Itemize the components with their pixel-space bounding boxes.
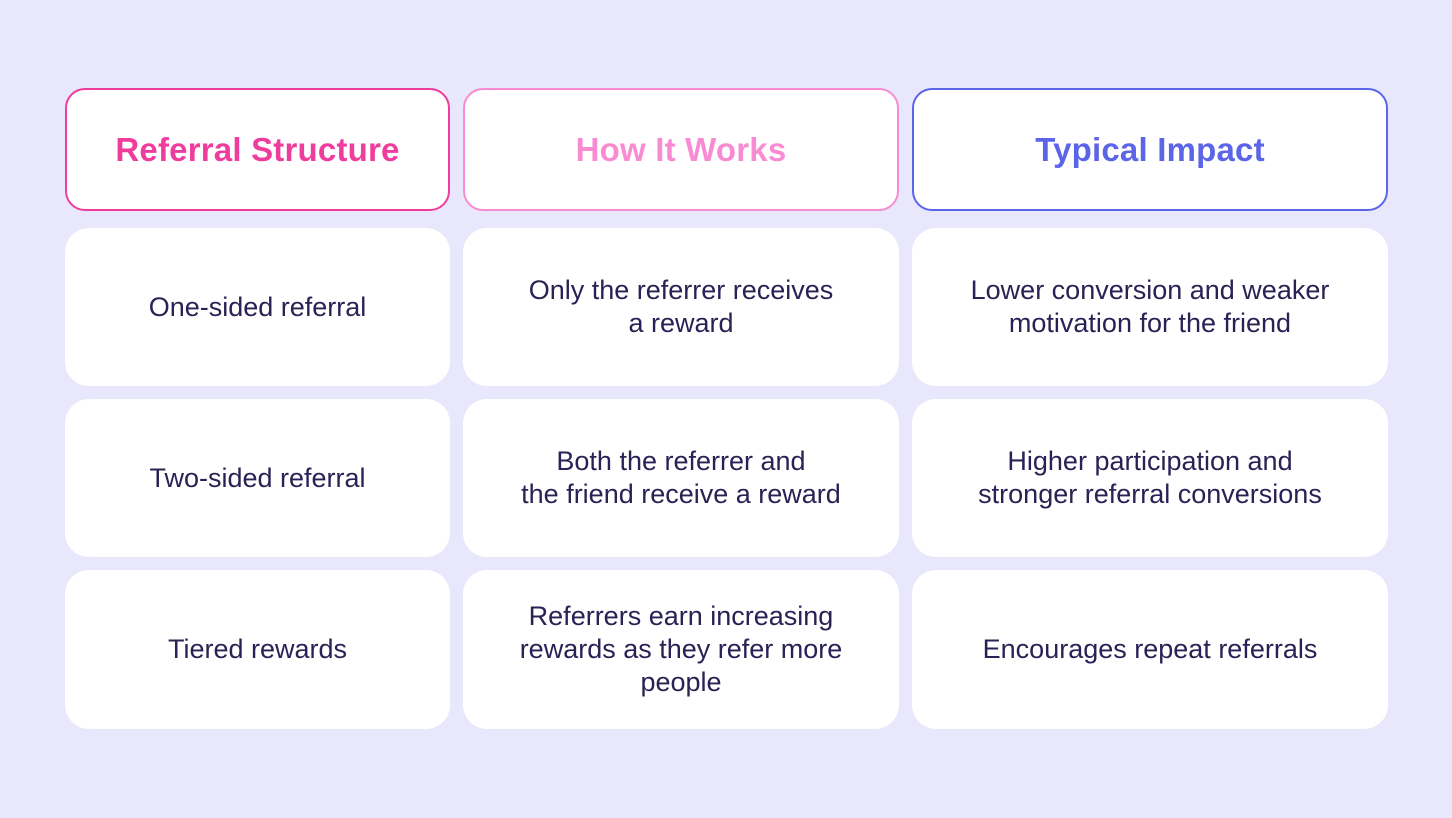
column-header-referral-structure: Referral Structure [65, 88, 450, 211]
table-body: One-sided referral Only the referrer rec… [65, 228, 1388, 729]
cell-how-tiered: Referrers earn increasing rewards as the… [463, 570, 899, 729]
cell-impact-one-sided: Lower conversion and weaker motivation f… [912, 228, 1388, 386]
cell-structure-tiered: Tiered rewards [65, 570, 450, 729]
referral-comparison-table: Referral Structure How It Works Typical … [65, 88, 1388, 729]
cell-how-two-sided: Both the referrer and the friend receive… [463, 399, 899, 557]
column-header-how-it-works: How It Works [463, 88, 899, 211]
table-header-row: Referral Structure How It Works Typical … [65, 88, 1388, 211]
cell-structure-two-sided: Two-sided referral [65, 399, 450, 557]
cell-impact-two-sided: Higher participation and stronger referr… [912, 399, 1388, 557]
cell-impact-tiered: Encourages repeat referrals [912, 570, 1388, 729]
column-header-typical-impact: Typical Impact [912, 88, 1388, 211]
cell-structure-one-sided: One-sided referral [65, 228, 450, 386]
cell-how-one-sided: Only the referrer receives a reward [463, 228, 899, 386]
